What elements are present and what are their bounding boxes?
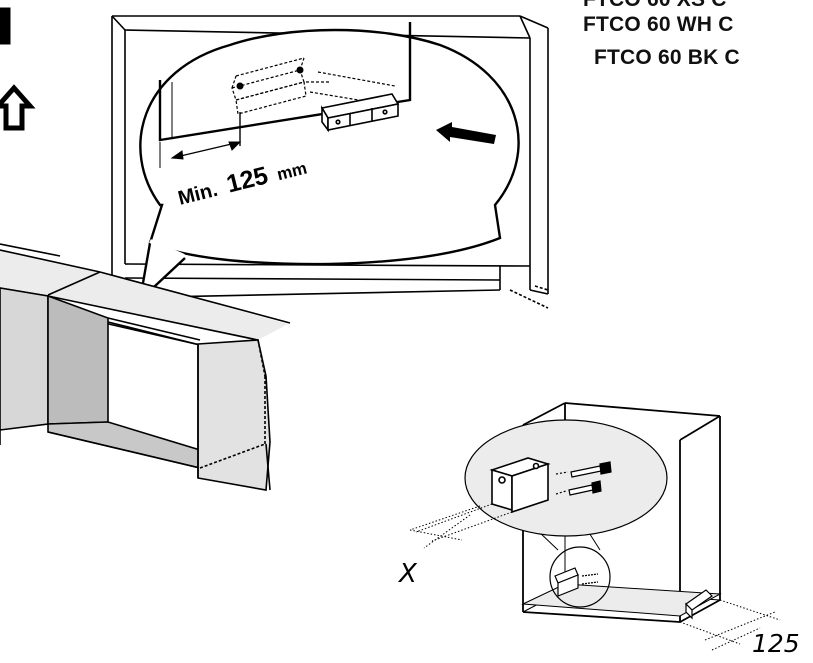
- model-label-bk: FTCO 60 BK C: [594, 46, 740, 69]
- model-label-xs: FTCO 60 XS C: [583, 0, 727, 12]
- depth-dimension-lines: [679, 599, 781, 651]
- depth-dimension-label: 125: [752, 629, 800, 658]
- callout-detail: [158, 22, 496, 168]
- cabinet-bracket-drawing: [517, 402, 722, 623]
- cut-off-icon: [0, 7, 36, 131]
- wall-cabinet-drawing: [111, 15, 549, 309]
- callout-bubble: [138, 28, 520, 304]
- x-dimension-label: X: [397, 559, 418, 589]
- min-distance-label: Min. 125 mm: [175, 152, 310, 211]
- model-label-wh: FTCO 60 WH C: [583, 13, 734, 36]
- bracket-detail-ellipse: [409, 419, 668, 549]
- kitchen-unit-opening: [0, 243, 291, 491]
